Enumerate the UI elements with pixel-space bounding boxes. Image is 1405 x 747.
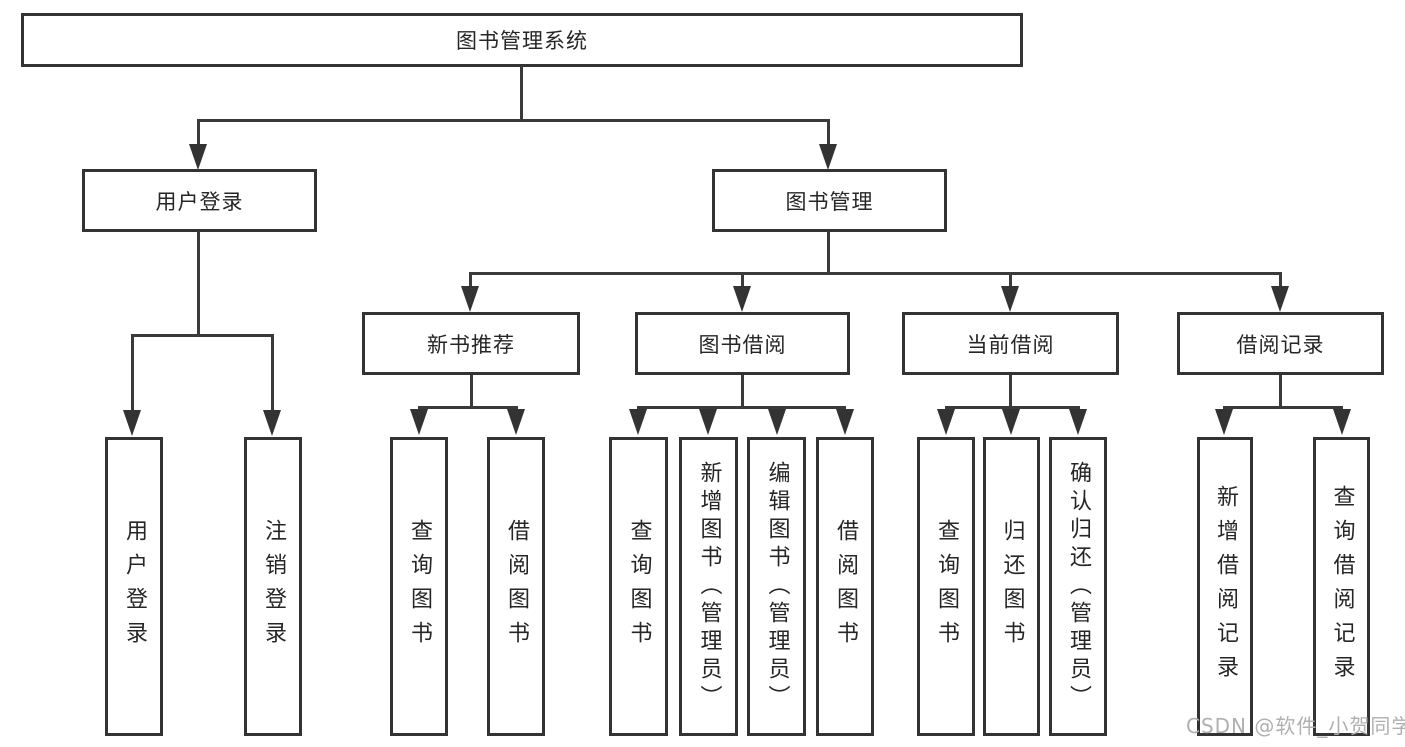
connector-line xyxy=(1009,375,1012,408)
node-label: 注销登录 xyxy=(261,518,286,655)
leaf-add-borrow-record: 新增借阅记录 xyxy=(1197,437,1253,736)
leaf-query-books-borrowing: 查询图书 xyxy=(609,437,668,736)
connector-line xyxy=(132,334,274,337)
csdn-watermark: CSDN @软件_小贺同学 xyxy=(1186,714,1405,738)
arrow-down-icon xyxy=(699,409,717,435)
connector-line xyxy=(1279,375,1282,408)
node-label: 归还图书 xyxy=(999,518,1025,655)
node-label: 新增借阅记录 xyxy=(1213,484,1238,689)
node-label: 新书推荐 xyxy=(427,332,515,357)
leaf-edit-book-admin: 编辑图书（管理员） xyxy=(747,437,806,736)
connector-line xyxy=(418,406,518,409)
connector-line xyxy=(470,375,473,408)
node-user-login: 用户登录 xyxy=(82,169,317,232)
connector-line xyxy=(1279,272,1282,288)
node-label: 用户登录 xyxy=(122,518,147,655)
node-label: 编辑图书（管理员） xyxy=(764,460,790,713)
arrow-down-icon xyxy=(189,144,207,170)
arrow-down-icon xyxy=(733,286,751,312)
node-label: 确认归还（管理员） xyxy=(1066,460,1091,713)
connector-line xyxy=(131,334,134,412)
arrow-down-icon xyxy=(1271,286,1289,312)
arrow-down-icon xyxy=(937,409,955,435)
node-label: 新增图书（管理员） xyxy=(696,460,722,713)
arrow-down-icon xyxy=(629,409,647,435)
arrow-down-icon xyxy=(1002,409,1020,435)
connector-line xyxy=(197,119,830,122)
leaf-user-login: 用户登录 xyxy=(105,437,163,736)
connector-line xyxy=(271,334,274,412)
connector-line xyxy=(520,66,523,121)
node-label: 当前借阅 xyxy=(966,332,1055,357)
node-new-book-recommendation: 新书推荐 xyxy=(362,312,580,375)
node-label: 借阅图书 xyxy=(504,518,529,655)
connector-line xyxy=(197,119,200,147)
connector-line xyxy=(945,406,1080,409)
arrow-down-icon xyxy=(263,410,281,436)
node-label: 图书管理 xyxy=(785,189,874,214)
leaf-query-books-current: 查询图书 xyxy=(917,437,975,736)
arrow-down-icon xyxy=(1333,409,1351,435)
node-label: 图书借阅 xyxy=(698,332,787,357)
leaf-logout: 注销登录 xyxy=(244,437,302,736)
connector-line xyxy=(469,272,472,288)
leaf-return-books: 归还图书 xyxy=(983,437,1040,736)
connector-line xyxy=(827,119,830,147)
node-label: 借阅记录 xyxy=(1236,332,1325,357)
leaf-confirm-return-admin: 确认归还（管理员） xyxy=(1049,437,1107,736)
connector-line xyxy=(637,406,846,409)
node-book-management: 图书管理 xyxy=(712,169,947,232)
node-book-borrowing: 图书借阅 xyxy=(635,312,850,375)
leaf-query-borrow-record: 查询借阅记录 xyxy=(1313,437,1370,736)
arrow-down-icon xyxy=(507,409,525,435)
arrow-down-icon xyxy=(819,144,837,170)
leaf-query-books-recommend: 查询图书 xyxy=(390,437,448,736)
node-library-management-system: 图书管理系统 xyxy=(21,13,1023,67)
leaf-borrow-books-borrowing: 借阅图书 xyxy=(816,437,874,736)
connector-line xyxy=(741,375,744,408)
node-label: 图书管理系统 xyxy=(456,29,588,53)
node-borrowing-records: 借阅记录 xyxy=(1177,312,1384,375)
arrow-down-icon xyxy=(1001,286,1019,312)
connector-line xyxy=(1009,272,1012,288)
leaf-borrow-books-recommend: 借阅图书 xyxy=(487,437,545,736)
arrow-down-icon xyxy=(1215,409,1233,435)
node-label: 借阅图书 xyxy=(833,518,858,655)
node-label: 用户登录 xyxy=(155,189,244,214)
arrow-down-icon xyxy=(123,410,141,436)
node-label: 查询图书 xyxy=(626,518,652,655)
node-current-borrowing: 当前借阅 xyxy=(902,312,1119,375)
leaf-add-book-admin: 新增图书（管理员） xyxy=(679,437,738,736)
node-label: 查询图书 xyxy=(934,518,959,655)
node-label: 查询借阅记录 xyxy=(1329,484,1355,689)
connector-line xyxy=(197,231,200,336)
connector-line xyxy=(741,272,744,288)
arrow-down-icon xyxy=(836,409,854,435)
arrow-down-icon xyxy=(768,409,786,435)
connector-line xyxy=(827,231,830,275)
arrow-down-icon xyxy=(461,286,479,312)
connector-line xyxy=(1223,406,1343,409)
arrow-down-icon xyxy=(1069,409,1087,435)
arrow-down-icon xyxy=(410,409,428,435)
connector-line xyxy=(469,272,1282,275)
node-label: 查询图书 xyxy=(407,518,432,655)
